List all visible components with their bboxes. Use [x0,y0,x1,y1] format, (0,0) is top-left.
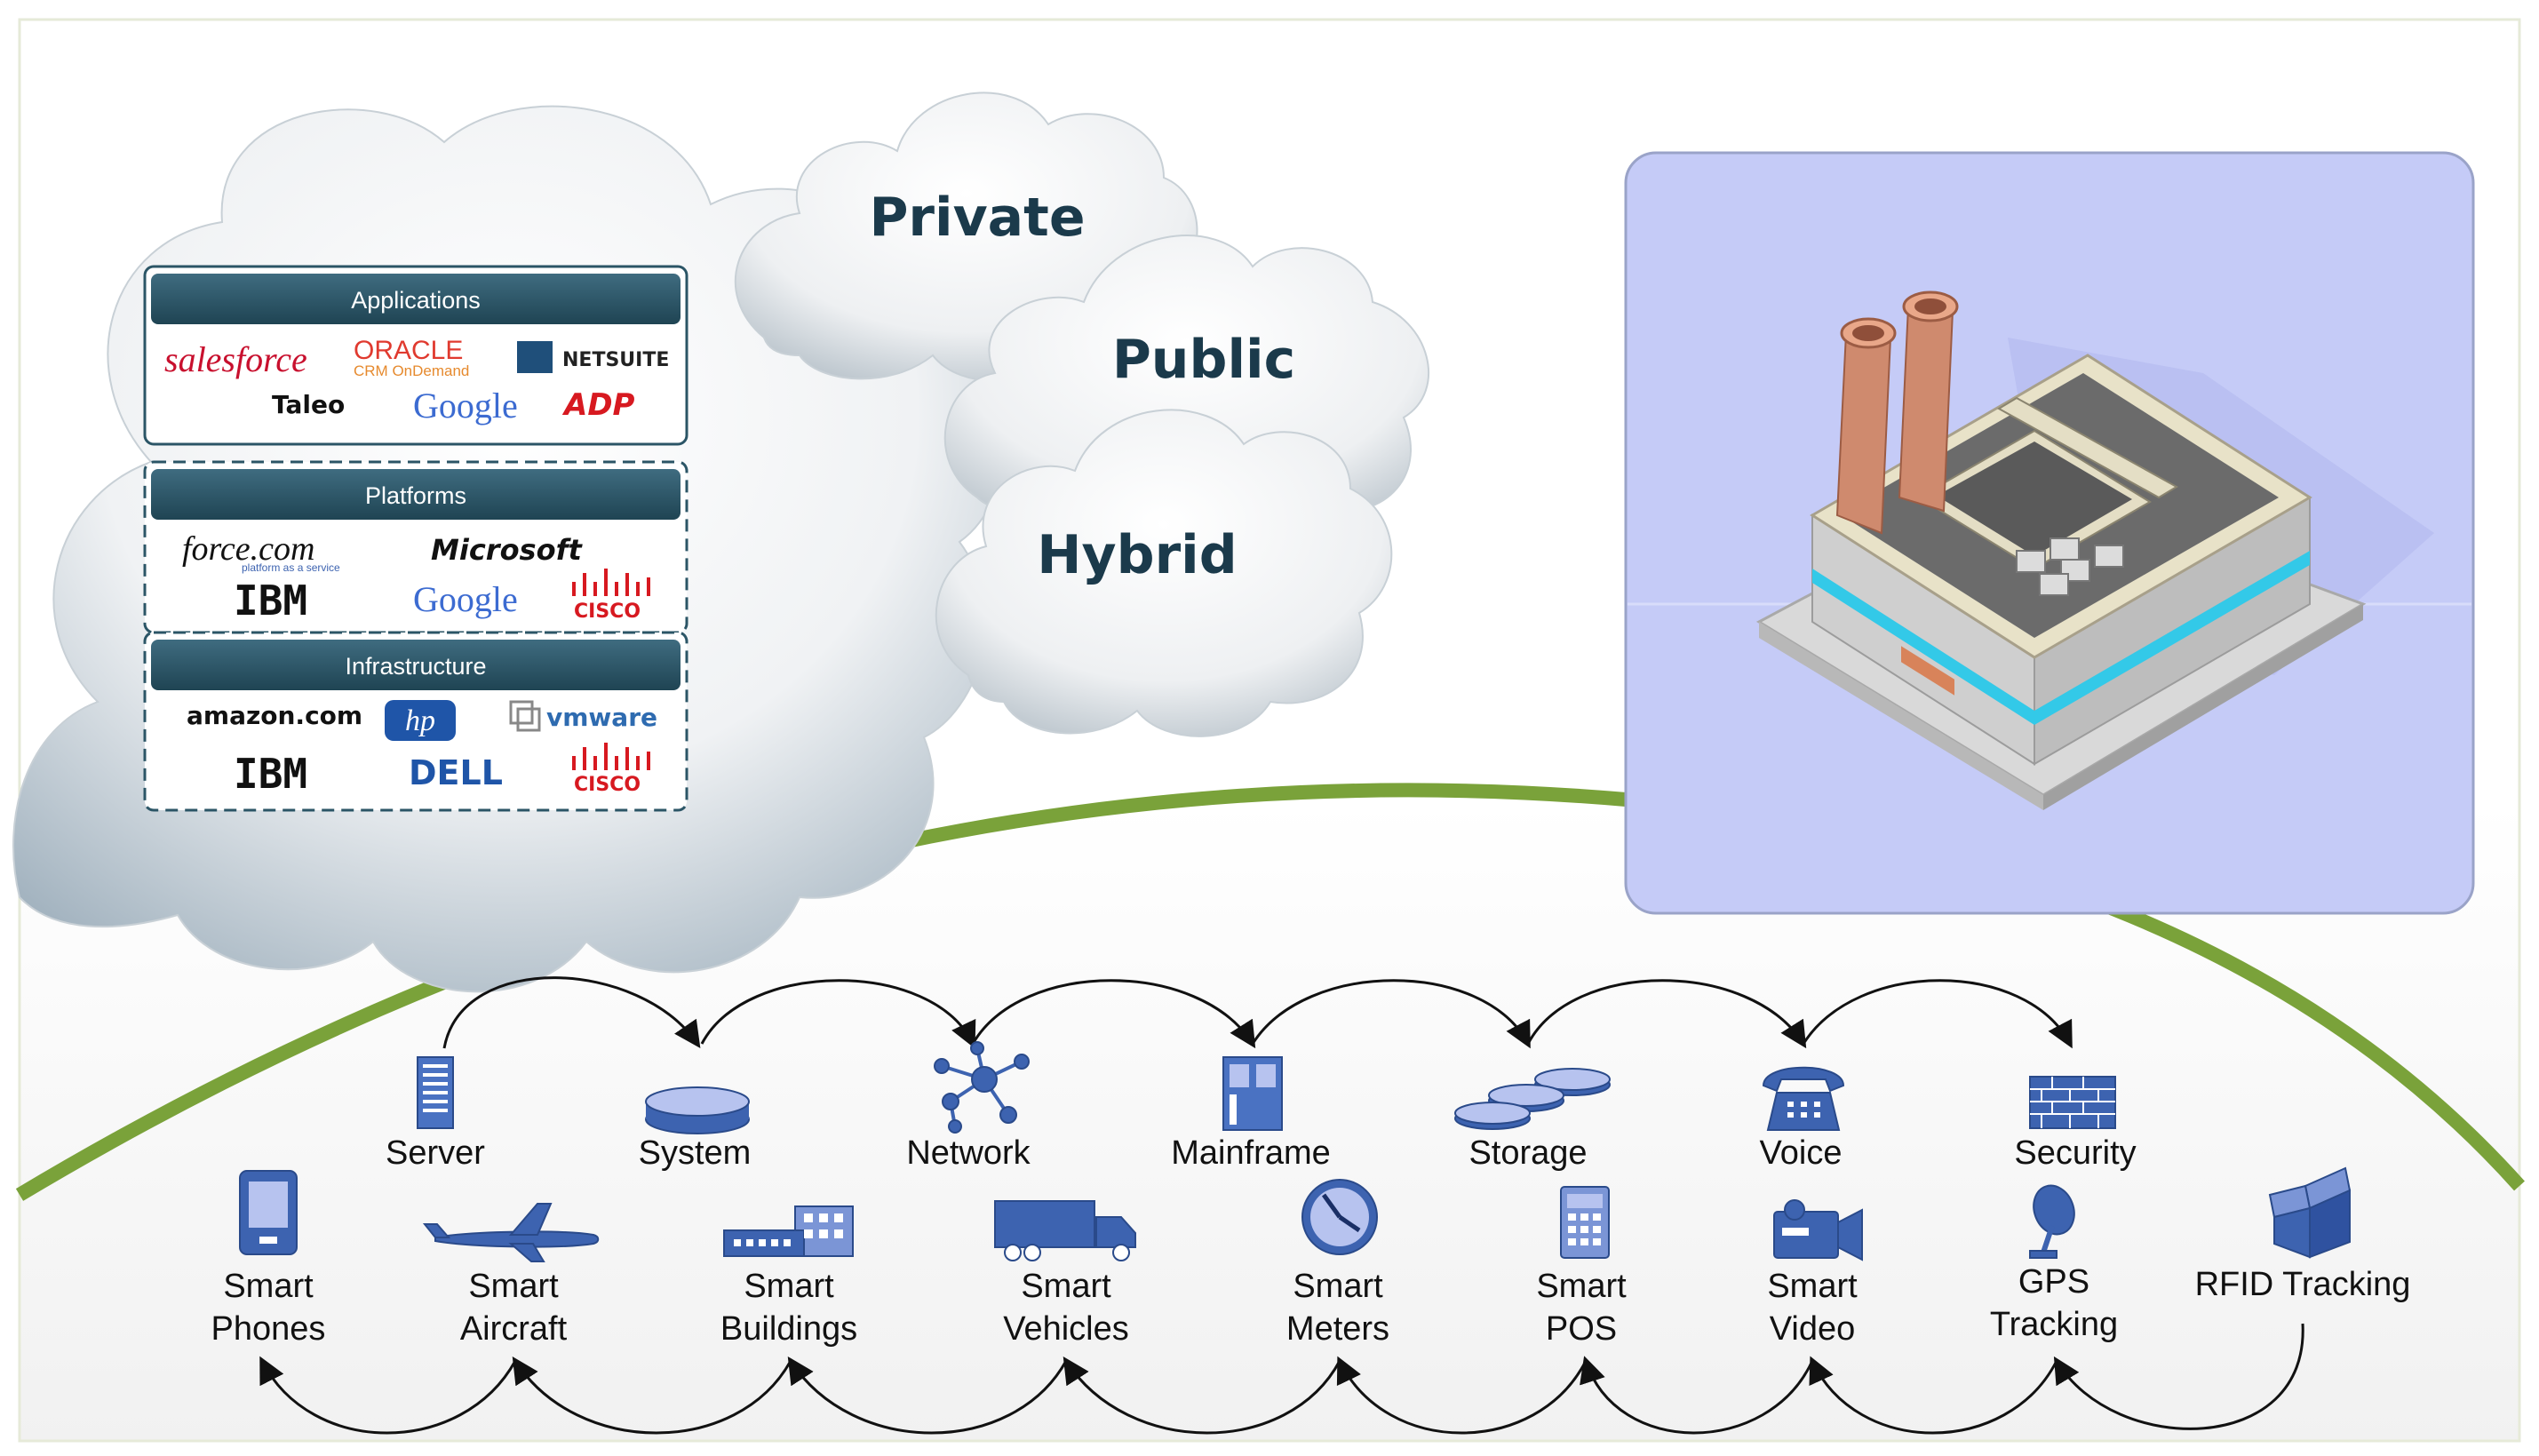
public-label: Public [1112,329,1295,391]
platforms-panel: Platforms force.com platform as a servic… [143,460,688,634]
storage-label: Storage [1468,1134,1587,1172]
smart-pos-line1: Smart [1536,1268,1627,1305]
platforms-title: Platforms [365,482,466,509]
smart-phones-line1: Smart [223,1268,314,1305]
cisco-bars-infra [572,743,650,770]
smart-buildings-line1: Smart [744,1268,834,1305]
dell-logo: DELL [409,753,503,792]
hybrid-label: Hybrid [1037,524,1237,586]
oracle-logo: ORACLE [354,336,463,365]
video-camera-icon [1773,1199,1863,1261]
security-label: Security [2014,1134,2136,1172]
google-logo: Google [413,386,518,426]
smartphone-icon [239,1170,298,1255]
hybrid-cloud: Hybrid [935,409,1393,737]
hp-badge [385,700,456,741]
chimneys [1835,290,1959,535]
hp-logo: hp [405,704,435,737]
server-icon [417,1056,454,1129]
server-label: Server [386,1134,485,1172]
system-label: System [639,1134,752,1172]
voice-label: Voice [1760,1134,1843,1172]
amazon-logo: amazon.com [187,701,362,730]
applications-title: Applications [351,287,481,314]
firewall-icon [2029,1076,2116,1129]
satellite-dish-icon [2029,1184,2075,1259]
box-icon [2268,1166,2352,1259]
top-row-labels: Server System Network Mainframe Storage … [386,1134,2137,1172]
gps-tracking-line1: GPS [2018,1263,2089,1301]
smart-pos-line2: POS [1546,1310,1617,1348]
smart-video-line2: Video [1770,1310,1856,1348]
bottom-arrows [259,1323,2304,1435]
google-logo-platform: Google [413,579,518,619]
factory-panel [1624,151,2475,915]
vmware-logo: vmware [546,703,657,732]
force-com-logo: force.com [182,530,314,568]
truck-icon [994,1200,1136,1261]
cisco-logo-infra: CISCO [574,774,641,796]
network-label: Network [906,1134,1031,1172]
smart-meters-line2: Meters [1286,1310,1389,1348]
ibm-logo-infra: IBM [234,750,307,798]
storage-icon [1454,1068,1611,1130]
meter-icon [1301,1179,1378,1255]
paas-text: platform as a service [242,561,340,574]
telephone-icon [1762,1066,1845,1131]
ibm-logo: IBM [234,577,307,625]
cisco-logo: CISCO [574,601,641,623]
smart-aircraft-line1: Smart [468,1268,559,1305]
disk-icon [645,1086,750,1134]
netsuite-logo: NETSUITE [562,349,669,371]
smart-aircraft-line2: Aircraft [460,1310,568,1348]
cisco-bars [572,569,650,596]
smart-vehicles-line1: Smart [1021,1268,1111,1305]
infrastructure-title: Infrastructure [345,653,486,680]
mainframe-label: Mainframe [1171,1134,1331,1172]
smart-vehicles-line2: Vehicles [1003,1310,1129,1348]
building-icon [723,1205,854,1257]
adp-logo: ADP [561,387,635,423]
bottom-row-labels: Smart Phones Smart Aircraft Smart Buildi… [211,1263,2411,1348]
smart-phones-line2: Phones [211,1310,326,1348]
gps-tracking-line2: Tracking [1990,1306,2118,1343]
vmware-mark [509,700,534,725]
microsoft-logo: Microsoft [431,533,584,567]
calculator-icon [1560,1186,1610,1259]
network-icon [934,1041,1030,1134]
netsuite-mark [517,341,553,373]
top-arrows [442,976,2073,1049]
rfid-tracking-label: RFID Tracking [2195,1266,2411,1303]
smart-meters-line1: Smart [1293,1268,1383,1305]
taleo-logo: Taleo [272,390,345,419]
bottom-row-icons [239,1166,2352,1262]
crm-ondemand-text: CRM OnDemand [354,362,469,379]
top-row-icons [417,1041,2116,1134]
salesforce-logo: salesforce [164,339,307,379]
applications-panel: Applications salesforce ORACLE CRM OnDem… [143,265,688,446]
mainframe-icon [1222,1056,1283,1131]
smart-buildings-line2: Buildings [720,1310,857,1348]
infrastructure-panel: Infrastructure amazon.com hp vmware IBM … [143,631,688,812]
smart-video-line1: Smart [1767,1268,1858,1305]
airplane-icon [422,1203,600,1262]
private-label: Private [869,187,1085,249]
